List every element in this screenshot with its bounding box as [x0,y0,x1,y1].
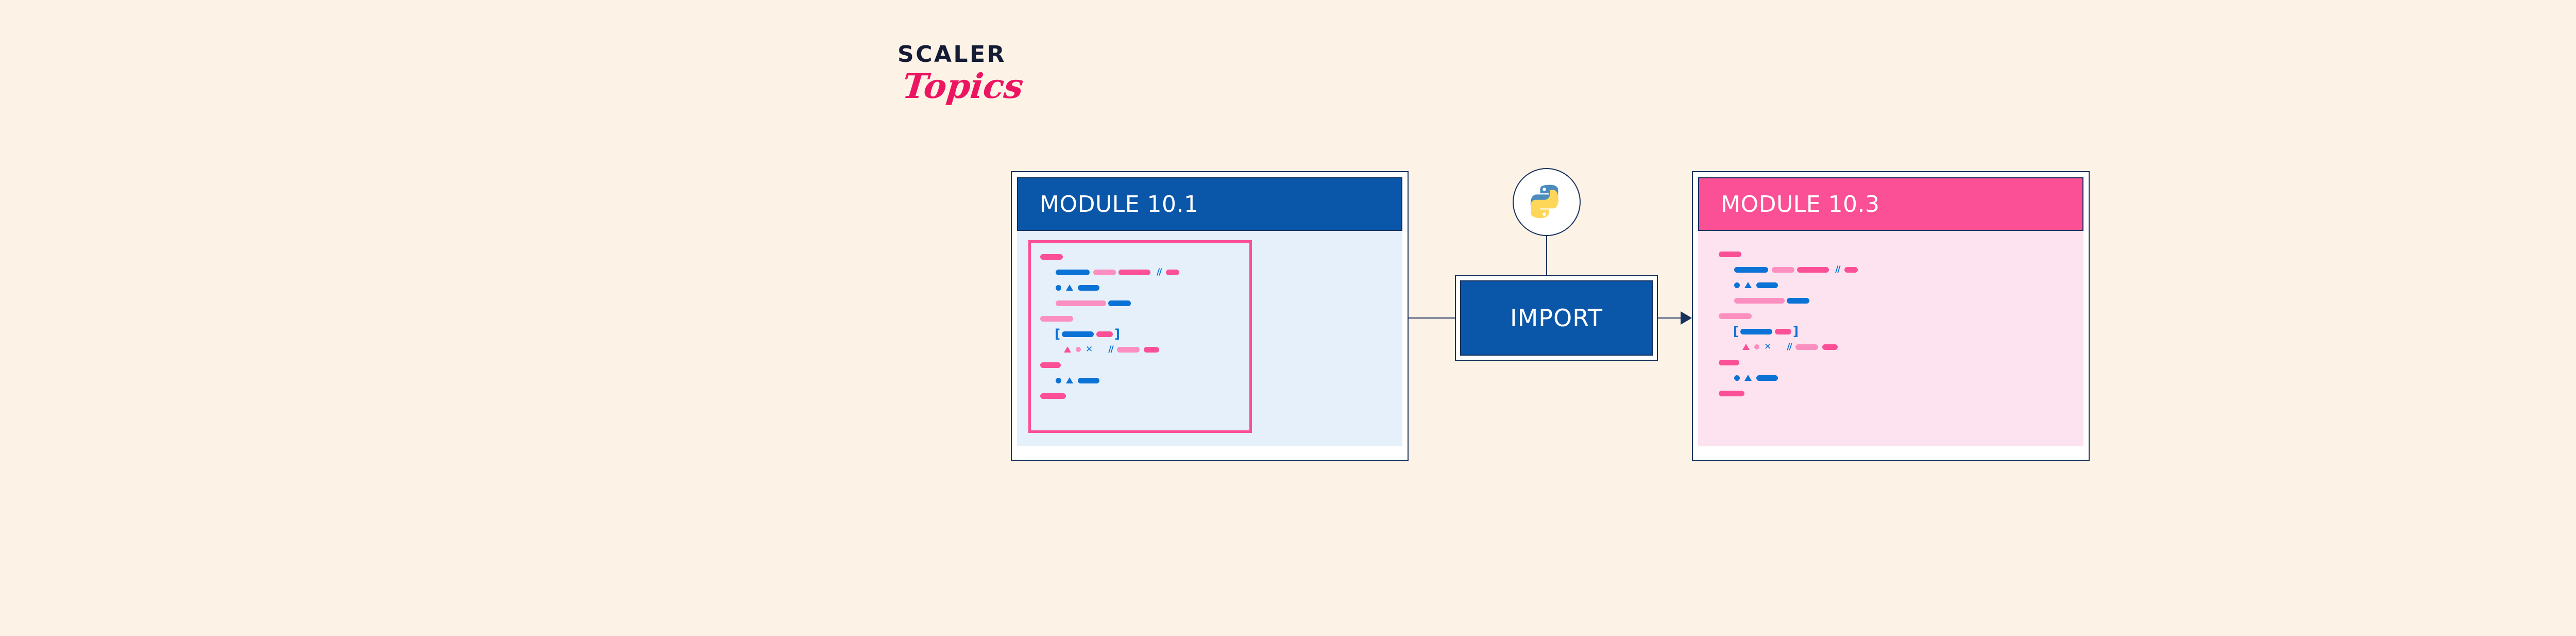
module-card-target-title: MODULE 10.3 [1721,191,1880,217]
code-line [1719,372,1925,383]
code-token-pill [1756,282,1778,288]
code-token-pill [1040,362,1061,368]
code-token-pill [1719,390,1744,396]
code-region-target: // [] ✕ // [1712,243,1930,430]
code-token-circle-icon [1754,344,1759,349]
code-line [1719,310,1925,322]
code-token-pill [1740,328,1772,334]
code-token-pill [1756,375,1778,381]
code-token-pill [1040,315,1073,322]
code-line [1040,251,1246,262]
scaler-topics-logo: SCALER Topics [897,43,1052,126]
code-line [1040,297,1246,309]
code-line [1040,313,1246,324]
code-token-triangle-icon [1742,344,1750,350]
code-line: // [1719,264,1925,275]
code-line: [] [1719,324,1925,339]
code-block-target: // [] ✕ // [1719,248,1925,403]
code-token-pill [1772,266,1794,273]
code-token-comment-icon: // [1835,264,1841,275]
module-card-source-body: // [] ✕ // [1017,231,1402,446]
code-token-bracket: ] [1114,327,1120,341]
module-card-target: MODULE 10.3 // [] ✕ // [1692,171,2090,461]
code-token-triangle-icon [1744,282,1752,288]
code-token-comment-icon: // [1787,341,1792,352]
code-token-pill [1056,300,1106,306]
code-token-pill [1797,266,1829,273]
import-node-fill: IMPORT [1460,280,1653,356]
code-token-comment-icon: // [1157,266,1162,277]
code-token-x-icon: ✕ [1764,341,1772,352]
code-token-pill [1116,346,1140,353]
code-token-circle-icon [1056,284,1061,291]
code-line [1719,357,1925,368]
code-token-triangle-icon [1064,346,1071,353]
module-card-source-title: MODULE 10.1 [1040,191,1199,217]
code-token-pill [1078,284,1099,291]
python-logo-icon [1530,185,1558,219]
code-line [1040,282,1246,293]
code-token-bracket: [ [1733,324,1739,339]
python-badge [1513,168,1581,236]
module-card-source: MODULE 10.1 // [] ✕ // [1011,171,1409,461]
module-card-target-header: MODULE 10.3 [1698,177,2083,231]
code-line [1040,375,1246,386]
code-line: ✕ // [1040,344,1246,355]
code-line [1040,359,1246,371]
code-token-circle-icon [1076,347,1081,352]
module-card-source-header: MODULE 10.1 [1017,177,1402,231]
code-token-pill [1061,331,1094,337]
logo-wordmark-topics: Topics [900,66,1026,106]
code-token-pill [1118,269,1150,275]
connector-import-to-target [1658,317,1683,319]
code-line [1719,279,1925,291]
code-token-pill [1040,393,1066,399]
code-highlight-frame: // [] ✕ // [1028,240,1252,433]
code-token-pill [1093,269,1116,275]
code-token-bracket: ] [1792,324,1799,339]
module-card-target-body: // [] ✕ // [1698,231,2083,446]
code-token-bracket: [ [1055,327,1060,341]
code-line: // [1040,266,1246,278]
code-token-pill [1056,269,1090,275]
code-token-pill [1143,346,1159,353]
code-line [1719,388,1925,399]
code-token-triangle-icon [1744,375,1752,381]
code-token-pill [1844,266,1858,273]
code-token-pill [1078,377,1099,383]
logo-wordmark-scaler: SCALER [897,41,1007,68]
connector-badge-to-import [1546,236,1547,276]
code-token-pill [1719,359,1739,365]
import-node: IMPORT [1455,275,1658,361]
code-line: ✕ // [1719,341,1925,353]
code-line [1719,295,1925,306]
code-line [1040,390,1246,401]
code-token-pill [1108,300,1131,306]
code-token-circle-icon [1734,282,1740,288]
code-block-source: // [] ✕ // [1040,251,1246,406]
code-token-x-icon: ✕ [1086,344,1093,355]
code-line [1719,248,1925,260]
import-node-label: IMPORT [1510,304,1603,332]
code-token-pill [1822,344,1838,350]
code-token-triangle-icon [1066,377,1073,383]
code-token-pill [1096,331,1113,337]
code-token-pill [1795,344,1818,350]
connector-source-to-import [1409,317,1456,319]
code-token-pill [1734,297,1785,304]
code-token-triangle-icon [1066,284,1073,291]
code-token-pill [1719,251,1741,257]
connector-arrow-head [1681,311,1692,325]
code-token-pill [1774,328,1791,334]
code-token-pill [1166,269,1180,275]
code-token-circle-icon [1056,377,1061,383]
code-line: [] [1040,328,1246,340]
code-token-pill [1719,313,1752,319]
code-token-pill [1040,254,1063,260]
code-token-pill [1734,266,1768,273]
code-token-comment-icon: // [1108,344,1114,355]
code-token-pill [1787,297,1809,304]
code-token-circle-icon [1734,375,1740,381]
